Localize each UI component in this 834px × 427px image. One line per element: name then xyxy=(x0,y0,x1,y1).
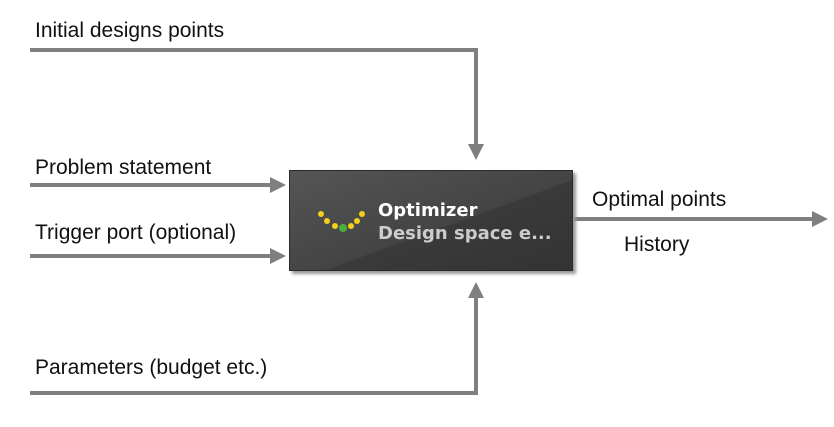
optimal-points-label: Optimal points xyxy=(592,188,727,211)
trigger-port-label: Trigger port (optional) xyxy=(35,221,237,244)
history-label: History xyxy=(624,233,690,256)
block-title: Optimizer xyxy=(378,200,478,221)
block-subtitle: Design space e... xyxy=(378,223,552,244)
optimizer-block[interactable]: Optimizer Design space e... xyxy=(289,170,573,271)
problem-statement-label: Problem statement xyxy=(35,156,212,179)
parameters-label: Parameters (budget etc.) xyxy=(35,356,268,379)
optimizer-icon xyxy=(318,211,365,232)
initial-designs-arrow xyxy=(30,48,484,160)
parameters-arrow xyxy=(30,282,484,395)
initial-designs-label: Initial designs points xyxy=(35,19,225,42)
